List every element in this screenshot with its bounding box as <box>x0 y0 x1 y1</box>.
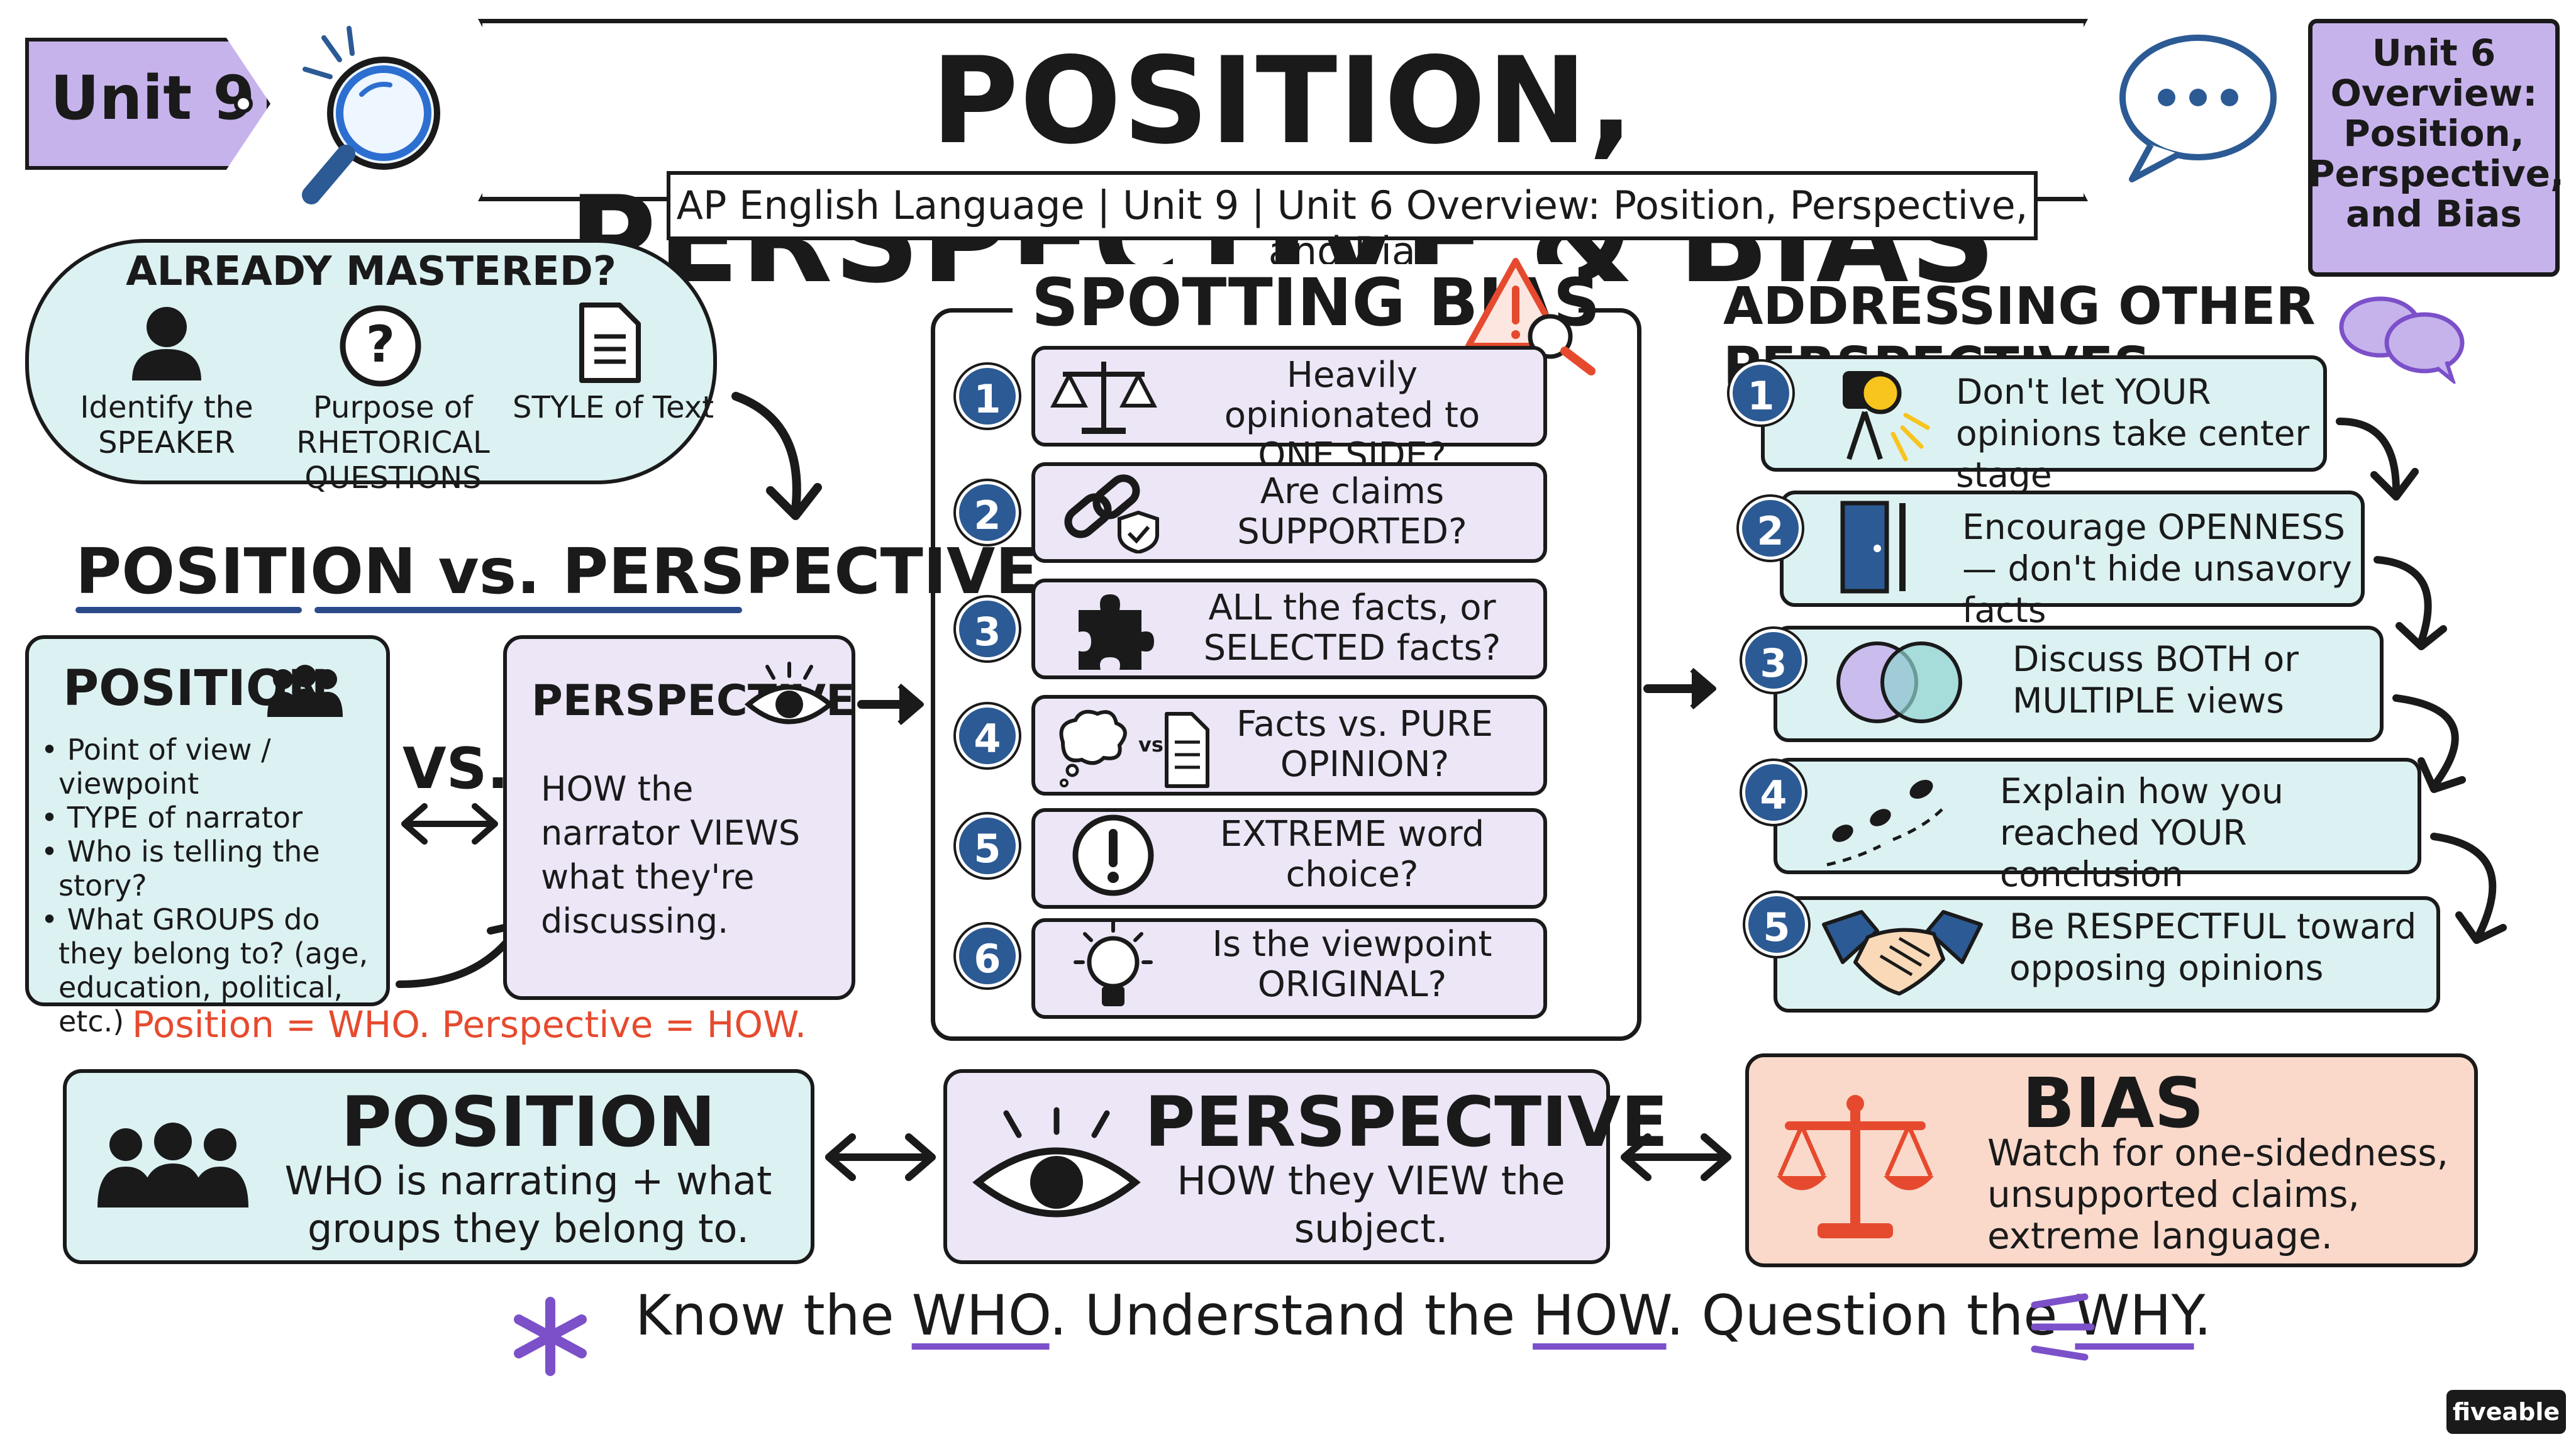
flow-arrow-icon <box>2392 694 2466 793</box>
magnifying-glass-icon <box>302 26 440 204</box>
number-badge: 2 <box>1739 497 1802 560</box>
footer-how: HOW <box>1533 1283 1667 1348</box>
number-badge: 1 <box>1729 362 1792 425</box>
bullet: • Who is telling the story? <box>41 835 320 902</box>
summary-bias-title: BIAS <box>2022 1063 2204 1143</box>
eye-icon <box>744 662 835 724</box>
vs-label: VS. <box>402 736 509 802</box>
subtitle-bar <box>667 171 2038 240</box>
mastered-item: STYLE of Text <box>512 390 714 425</box>
position-bullets: • Point of view / viewpoint • TYPE of na… <box>41 733 380 1038</box>
number-badge: 4 <box>956 704 1019 767</box>
arrow-right-icon <box>1643 667 1716 710</box>
number-badge: 5 <box>956 814 1019 877</box>
footer-who: WHO <box>911 1283 1050 1348</box>
underline <box>75 607 302 613</box>
arrow-down-icon <box>731 392 822 520</box>
bias-check-text: Heavily opinionated to ONE SIDE? <box>1224 355 1480 476</box>
group-icon <box>267 665 343 717</box>
summary-position-title: POSITION <box>341 1082 716 1162</box>
exclamation-icon <box>1072 814 1154 896</box>
footsteps-icon <box>1826 779 1945 867</box>
number-badge: 4 <box>1742 761 1805 824</box>
bias-check-text: Is the viewpoint ORIGINAL? <box>1212 924 1492 1005</box>
summary-bias-text: Watch for one-sidedness, unsupported cla… <box>1987 1131 2449 1257</box>
bias-check-text: Facts vs. PURE OPINION? <box>1236 704 1494 785</box>
flow-arrow-icon <box>2373 556 2447 650</box>
number-badge: 3 <box>1742 629 1805 692</box>
double-arrow-icon <box>401 803 498 845</box>
addressing-text: Discuss BOTH or MULTIPLE views <box>2012 639 2299 721</box>
arrow-right-icon <box>857 683 924 726</box>
pvp-heading: POSITION vs. PERSPECTIVE <box>75 535 1038 608</box>
number-badge: 5 <box>1745 893 1808 956</box>
speech-bubble-icon <box>2119 35 2277 182</box>
side-note <box>2308 19 2560 277</box>
number-badge: 6 <box>956 924 1019 987</box>
pvp-heading-perspective: PERSPECTIVE <box>562 535 1038 608</box>
unit-tag-label: Unit 9 <box>50 63 255 133</box>
addressing-text: Be RESPECTFUL toward opposing opinions <box>2009 906 2417 988</box>
document-icon <box>579 303 641 383</box>
position-perspective-equation: Position = WHO. Perspective = HOW. <box>132 1003 807 1046</box>
question-icon: ? <box>340 305 421 387</box>
bias-check-text: EXTREME word choice? <box>1219 814 1485 895</box>
page-subtitle: AP English Language | Unit 9 | Unit 6 Ov… <box>676 182 2028 274</box>
puzzle-icon <box>1079 594 1154 670</box>
flow-arrow-icon <box>2430 833 2507 944</box>
unit-tag <box>25 38 270 170</box>
fiveable-logo: fiveable <box>2446 1390 2566 1434</box>
addressing-text: Explain how you reached YOUR conclusion <box>2000 771 2284 894</box>
bias-check-text: Are claims SUPPORTED? <box>1237 471 1467 552</box>
tag-hole <box>234 94 253 113</box>
double-arrow-icon <box>825 1133 936 1181</box>
svg-text:?: ? <box>366 315 395 374</box>
mastered-item: Identify the SPEAKER <box>80 390 253 460</box>
underline <box>314 607 742 613</box>
number-badge: 2 <box>956 481 1019 544</box>
lightbulb-icon <box>1074 919 1153 1006</box>
summary-perspective-text: HOW they VIEW the subject. <box>1177 1158 1565 1252</box>
thought-vs-doc-icon: vs. <box>1059 709 1209 788</box>
scales-icon <box>1777 1095 1934 1238</box>
addressing-text: Encourage OPENNESS — don't hide unsavory… <box>1962 507 2352 630</box>
door-icon <box>1840 501 1906 594</box>
chain-shield-icon <box>1064 474 1159 553</box>
flow-arrow-icon <box>2336 418 2419 501</box>
double-arrow-icon <box>1621 1133 1731 1181</box>
handshake-icon <box>1822 910 1983 996</box>
number-badge: 3 <box>956 597 1019 660</box>
perspective-card-text: HOW the narrator VIEWS what they're disc… <box>541 769 801 941</box>
side-note-text: Unit 6 Overview: Position, Perspective, … <box>2308 31 2564 235</box>
mastered-item: Purpose of RHETORICAL QUESTIONS <box>296 390 490 496</box>
star-icon <box>514 1297 587 1376</box>
already-mastered-title: ALREADY MASTERED? <box>126 248 616 295</box>
addressing-text: Don't let YOUR opinions take center stag… <box>1956 372 2310 495</box>
summary-perspective-title: PERSPECTIVE <box>1145 1082 1668 1162</box>
group-icon <box>97 1123 248 1208</box>
footer-tagline: Know the WHO. Understand the HOW. Questi… <box>635 1283 2212 1348</box>
bias-check-text: ALL the facts, or SELECTED facts? <box>1203 587 1501 669</box>
chat-bubbles-icon <box>2339 296 2465 384</box>
spotlight-icon <box>1843 371 1930 462</box>
pvp-heading-vs: vs. <box>438 535 541 608</box>
bullet: • Point of view / viewpoint <box>41 733 271 801</box>
pvp-heading-position: POSITION <box>75 535 416 608</box>
number-badge: 1 <box>956 365 1019 428</box>
venn-icon <box>1836 641 1962 723</box>
person-icon <box>132 307 201 380</box>
emphasis-lines-icon <box>2031 1293 2095 1361</box>
eye-icon <box>972 1107 1141 1218</box>
scales-icon <box>1050 362 1157 434</box>
summary-position-text: WHO is narrating + what groups they belo… <box>284 1158 772 1252</box>
summary-position-card <box>63 1069 814 1264</box>
footer-why: WHY <box>2075 1283 2194 1348</box>
bullet: • TYPE of narrator <box>41 801 303 835</box>
bullet: • What GROUPS do they belong to? (age, e… <box>41 902 369 1038</box>
